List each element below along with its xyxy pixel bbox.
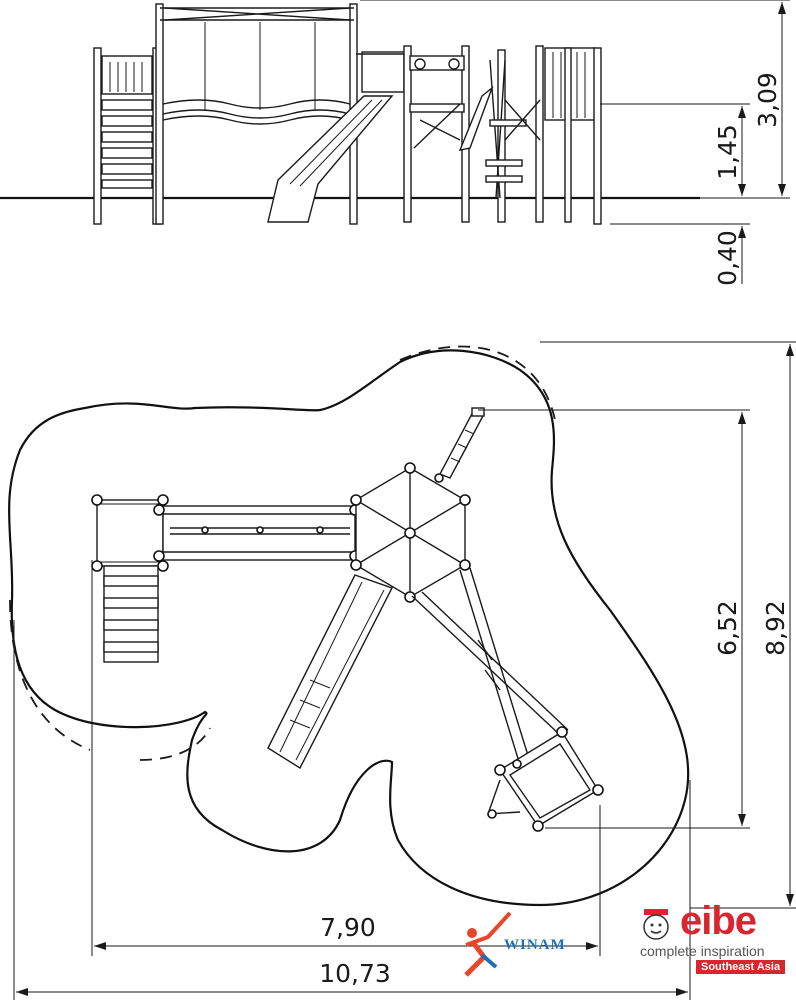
plan-hex-tower [350, 462, 471, 603]
plan-bridge [153, 504, 361, 562]
elevation-dimensions [360, 0, 790, 284]
winam-logo: WINAM [458, 905, 608, 980]
plan-view: 6,52 8,92 7,90 10,73 [8, 341, 796, 1000]
eibe-tagline: complete inspiration [640, 943, 765, 959]
roof-frame [155, 3, 358, 225]
eibe-wordmark: eibe [680, 899, 757, 943]
dim-plan-inner-depth: 6,52 [713, 600, 742, 656]
left-tower [93, 47, 161, 225]
elevation-view: 3,09 1,45 0,40 [0, 0, 790, 286]
safety-zone-outline [8, 349, 690, 907]
dim-plan-outer-depth: 8,92 [761, 600, 790, 656]
eibe-logo: eibe complete inspiration Southeast Asia [638, 899, 788, 975]
winam-figure-icon [464, 911, 512, 977]
plan-right-platform [486, 726, 604, 832]
dim-foundation-depth: 0,40 [713, 230, 742, 286]
plan-left-tower [91, 494, 169, 663]
plan-climbing-beams [411, 567, 569, 766]
winam-wordmark: WINAM [504, 937, 566, 953]
eibe-face-icon [643, 909, 669, 940]
elevation-climber [409, 45, 602, 225]
dim-plan-outer-width: 10,73 [319, 959, 391, 988]
plan-dimensions [13, 341, 796, 1000]
dim-total-height: 3,09 [753, 72, 782, 128]
elevation-slide [267, 45, 412, 223]
eibe-region-badge: Southeast Asia [696, 960, 786, 974]
dim-platform-height: 1,45 [713, 124, 742, 180]
dim-plan-inner-width: 7,90 [320, 913, 376, 942]
plan-slide [267, 574, 393, 769]
plan-climbing-rope [439, 407, 485, 479]
